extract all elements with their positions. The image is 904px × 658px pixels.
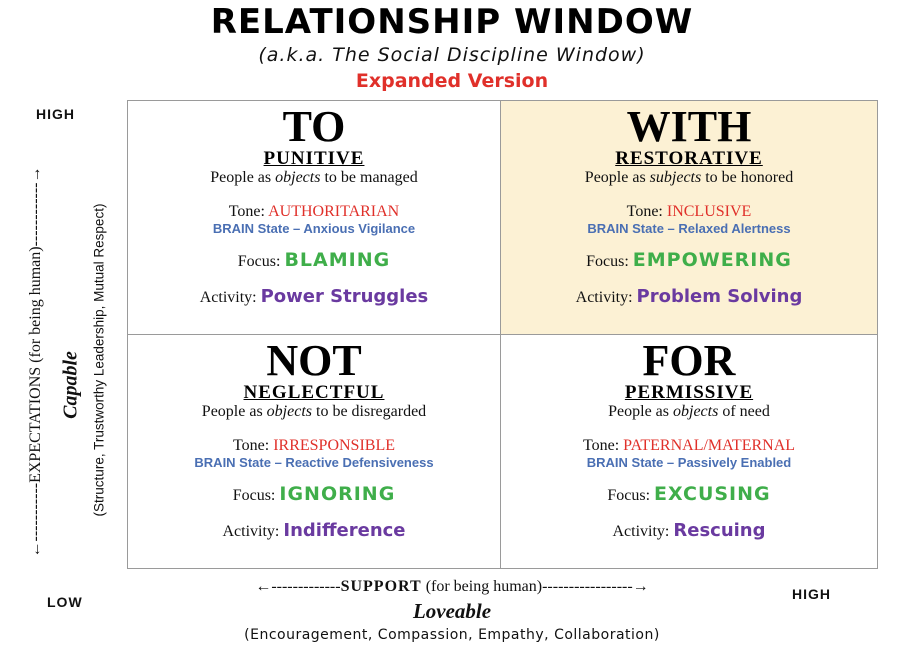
quadrant-brain-state: BRAIN State – Anxious Vigilance xyxy=(212,221,416,236)
quadrant-brain-state: BRAIN State – Passively Enabled xyxy=(586,455,792,470)
quadrant-focus: Focus: BLAMING xyxy=(237,249,391,271)
quadrant-people: People as subjects to be honored xyxy=(584,169,794,186)
quadrant-for: FOR PERMISSIVE People as objects of need… xyxy=(501,335,877,569)
quadrant-activity: Activity: Problem Solving xyxy=(575,286,803,307)
quadrant-style: NEGLECTFUL xyxy=(243,382,385,403)
quadrant-not: NOT NEGLECTFUL People as objects to be d… xyxy=(128,335,501,569)
quadrant-people: People as objects to be managed xyxy=(210,169,418,186)
support-axis-label: ←-------------SUPPORT (for being human)-… xyxy=(0,577,904,597)
support-details: (Encouragement, Compassion, Empathy, Col… xyxy=(244,627,660,643)
expectations-axis-label: ←-----------EXPECTATIONS (for being huma… xyxy=(27,166,45,557)
quadrant-brain-state: BRAIN State – Reactive Defensiveness xyxy=(194,455,434,470)
axis-arrow-end: ------------→ xyxy=(27,166,44,247)
high-expectations-label: HIGH xyxy=(36,106,75,122)
capable-label: Capable xyxy=(59,351,82,419)
quadrant-focus: Focus: EXCUSING xyxy=(607,483,771,505)
relationship-grid: TO PUNITIVE People as objects to be mana… xyxy=(127,100,878,569)
quadrant-tone: Tone: INCLUSIVE xyxy=(626,203,752,220)
quadrant-tone: Tone: PATERNAL/MATERNAL xyxy=(582,437,796,454)
quadrant-with: WITH RESTORATIVE People as subjects to b… xyxy=(501,101,877,335)
axis-arrow-end: -----------------→ xyxy=(542,578,649,595)
version-label: Expanded Version xyxy=(355,70,549,92)
expectations-note: (for being human) xyxy=(27,246,44,363)
quadrant-activity: Activity: Power Struggles xyxy=(199,286,429,307)
quadrant-word: NOT xyxy=(266,336,362,385)
quadrant-focus: Focus: IGNORING xyxy=(232,483,396,505)
quadrant-activity: Activity: Rescuing xyxy=(612,520,766,541)
quadrant-word: FOR xyxy=(642,336,736,385)
expectations-details: (Structure, Trustworthy Leadership, Mutu… xyxy=(91,203,107,517)
axis-arrow-start: ←----------- xyxy=(27,482,44,558)
support-label: SUPPORT xyxy=(340,578,422,595)
loveable-label: Loveable xyxy=(412,599,492,623)
axis-arrow-start: ←------------- xyxy=(255,578,341,595)
quadrant-word: WITH xyxy=(626,102,752,151)
diagram-subtitle: (a.k.a. The Social Discipline Window) xyxy=(258,44,646,66)
quadrant-tone: Tone: AUTHORITARIAN xyxy=(228,203,400,220)
quadrant-word: TO xyxy=(282,102,346,151)
quadrant-style: PERMISSIVE xyxy=(624,382,754,403)
diagram-title: RELATIONSHIP WINDOW xyxy=(210,2,694,42)
expectations-label: EXPECTATIONS xyxy=(27,366,44,483)
quadrant-activity: Activity: Indifference xyxy=(222,520,406,541)
quadrant-style: RESTORATIVE xyxy=(615,148,763,169)
quadrant-to: TO PUNITIVE People as objects to be mana… xyxy=(128,101,501,335)
quadrant-brain-state: BRAIN State – Relaxed Alertness xyxy=(587,221,791,236)
quadrant-style: PUNITIVE xyxy=(263,148,365,169)
quadrant-people: People as objects of need xyxy=(608,403,770,420)
low-label: LOW xyxy=(47,594,83,610)
quadrant-focus: Focus: EMPOWERING xyxy=(586,249,792,271)
support-note: (for being human) xyxy=(425,578,543,595)
high-support-label: HIGH xyxy=(792,586,831,602)
quadrant-tone: Tone: IRRESPONSIBLE xyxy=(233,437,395,454)
expectations-axis: ←-----------EXPECTATIONS (for being huma… xyxy=(0,0,120,658)
quadrant-people: People as objects to be disregarded xyxy=(201,403,427,420)
